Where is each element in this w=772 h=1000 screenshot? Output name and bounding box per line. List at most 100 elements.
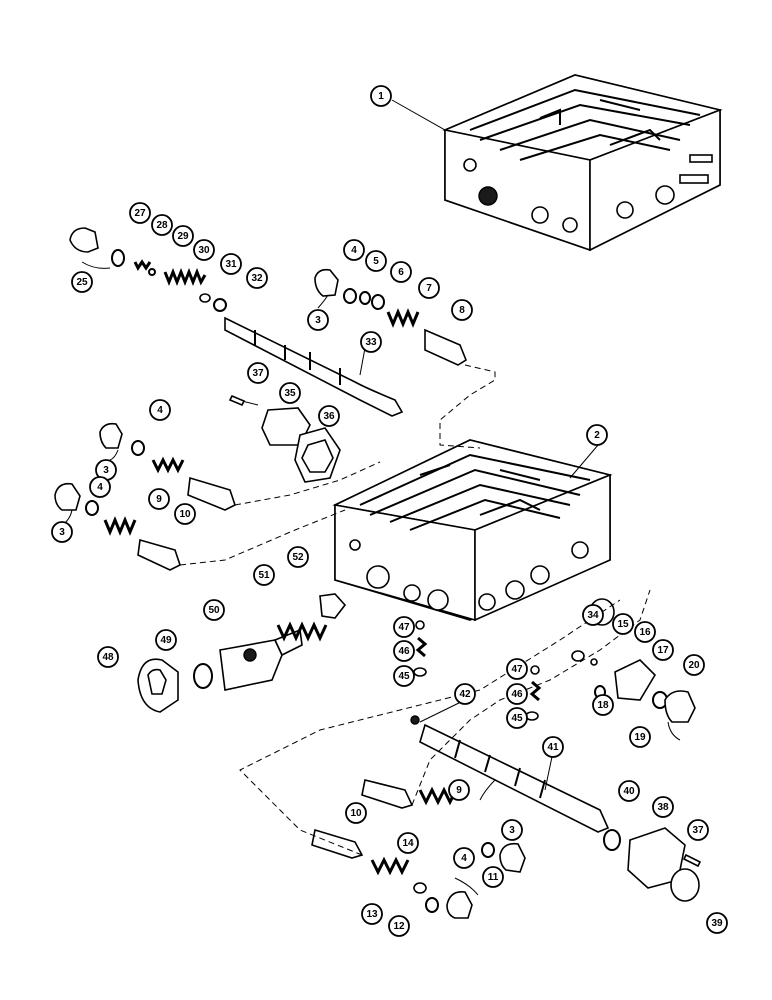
callout-47b: 47 [506,658,528,680]
callout-number: 52 [292,552,304,563]
callout-number: 4 [157,405,163,416]
callout-number: 5 [373,256,379,267]
callout-number: 19 [634,732,646,743]
callout-36: 36 [318,405,340,427]
callout-33: 33 [360,331,382,353]
callout-number: 20 [688,660,700,671]
callout-number: 1 [378,91,384,102]
callout-5: 5 [365,250,387,272]
callout-46a: 46 [393,640,415,662]
callout-circle [203,599,225,621]
callout-circle [501,819,523,841]
callout-number: 3 [59,527,65,538]
callout-3c: 3 [51,521,73,543]
callout-17: 17 [652,639,674,661]
callout-34: 34 [582,604,604,626]
callout-46b: 46 [506,683,528,705]
callout-35: 35 [279,382,301,404]
callout-number: 46 [398,646,410,657]
callout-51: 51 [253,564,275,586]
callout-38: 38 [652,796,674,818]
cover-plate-group [228,394,341,483]
callout-number: 48 [102,652,114,663]
callout-number: 12 [393,921,405,932]
callout-52: 52 [287,546,309,568]
callout-41: 41 [542,736,564,758]
callout-3a: 3 [307,309,329,331]
callout-4a: 4 [343,239,365,261]
callout-circle [634,621,656,643]
callout-18: 18 [592,694,614,716]
callout-11: 11 [482,866,504,888]
callout-circle [397,832,419,854]
callout-number: 2 [594,430,600,441]
callout-circle [148,488,170,510]
callout-circle [279,382,301,404]
lower-valve-group [239,589,651,919]
callout-circle [97,646,119,668]
callout-9b: 9 [448,779,470,801]
callout-16: 16 [634,621,656,643]
callout-number: 31 [225,259,237,270]
callout-number: 27 [134,208,146,219]
callout-number: 37 [252,368,264,379]
callout-circle [612,613,634,635]
callout-circle [652,796,674,818]
callout-number: 35 [284,388,296,399]
callout-number: 25 [76,277,88,288]
callout-number: 9 [456,785,462,796]
callout-31: 31 [220,253,242,275]
callout-number: 51 [258,570,270,581]
callout-circle [193,239,215,261]
left-valve-group [54,422,381,571]
callout-circle [220,253,242,275]
callout-27: 27 [129,202,151,224]
callout-39: 39 [706,912,728,934]
manual-valve-group [419,723,702,902]
callout-circle [586,424,608,446]
callout-number: 3 [315,315,321,326]
upper-spool-assembly [69,227,404,417]
callout-number: 32 [251,273,263,284]
callout-circle [652,639,674,661]
callout-3d: 3 [501,819,523,841]
callout-12: 12 [388,915,410,937]
callout-circle [448,779,470,801]
callout-number: 3 [103,465,109,476]
callout-45b: 45 [506,707,528,729]
callout-circle [365,250,387,272]
callout-28: 28 [151,214,173,236]
callout-number: 3 [509,825,515,836]
callout-circle [542,736,564,758]
callout-circle [618,780,640,802]
callout-circle [506,683,528,705]
callout-circle [129,202,151,224]
callout-circle [343,239,365,261]
callout-number: 38 [657,802,669,813]
callout-number: 10 [179,509,191,520]
callout-14: 14 [397,832,419,854]
callout-number: 4 [351,245,357,256]
callout-number: 11 [488,872,499,883]
callout-circle [151,214,173,236]
callout-number: 7 [426,283,432,294]
callout-circle [172,225,194,247]
callout-circle [390,261,412,283]
callout-circle [287,546,309,568]
callout-number: 8 [459,305,465,316]
callout-9a: 9 [148,488,170,510]
callout-circle [318,405,340,427]
callout-circle [506,658,528,680]
callout-8: 8 [451,299,473,321]
regulator-valve-group [137,593,347,713]
callout-circle [418,277,440,299]
callout-number: 47 [511,664,523,675]
callout-29: 29 [172,225,194,247]
callout-circle [629,726,651,748]
callout-number: 17 [657,645,669,656]
callout-circle [592,694,614,716]
callout-20: 20 [683,654,705,676]
callout-10a: 10 [174,503,196,525]
callout-37a: 37 [247,362,269,384]
callout-circle [393,640,415,662]
